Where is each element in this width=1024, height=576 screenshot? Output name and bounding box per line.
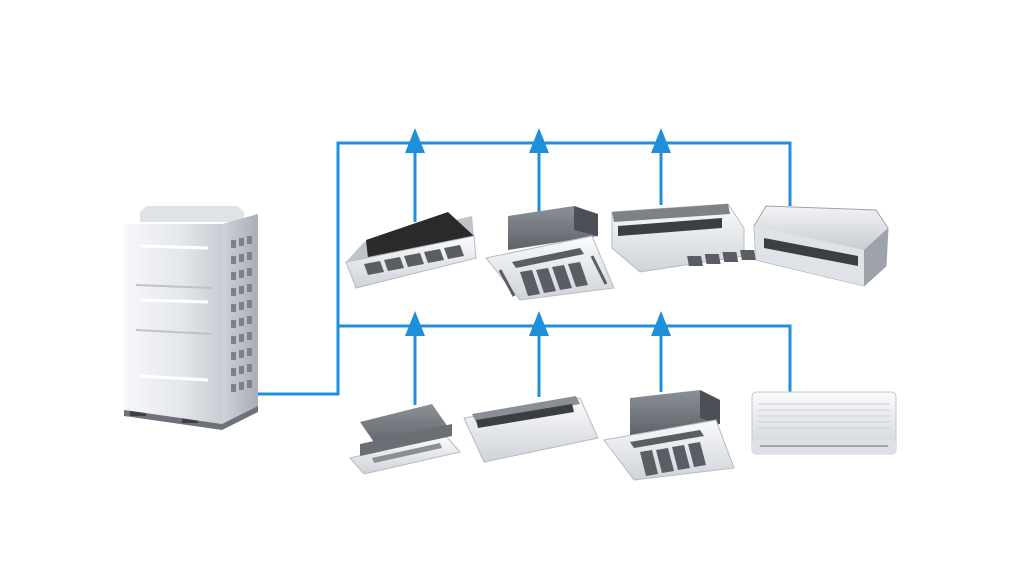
one-way-cassette-icon (349, 404, 461, 475)
flow-arrow-icon (651, 311, 671, 336)
ceiling-suspended-icon (611, 203, 756, 273)
flow-arrow-icon (405, 311, 425, 336)
lower-header-pipe (338, 324, 792, 392)
ceiling-suspended-icon (463, 396, 599, 463)
flow-arrow-icon (529, 311, 549, 336)
flow-arrows (405, 128, 671, 336)
four-way-cassette-icon (485, 206, 615, 301)
main-pipe (258, 141, 792, 396)
wall-mounted-split-icon (751, 391, 897, 455)
flow-arrow-icon (405, 128, 425, 153)
outdoor-unit-icon (124, 206, 258, 430)
flow-arrow-icon (651, 128, 671, 153)
flow-arrow-icon (529, 128, 549, 153)
one-way-cassette-icon (345, 212, 477, 289)
four-way-cassette-icon (603, 390, 735, 481)
ducted-unit-icon (753, 205, 889, 287)
refrigerant-pipes (258, 141, 792, 405)
